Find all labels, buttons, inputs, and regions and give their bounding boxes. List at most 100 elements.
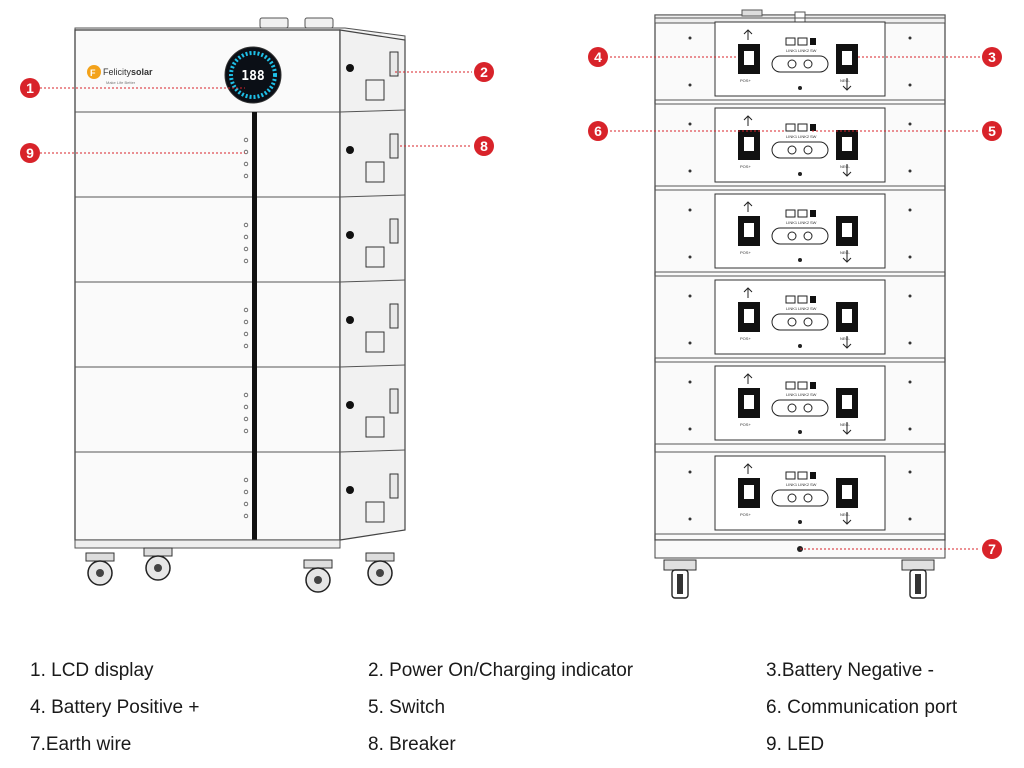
breaker-screw (803, 493, 813, 503)
switch-icon (810, 382, 816, 389)
pos-label: POS+ (740, 512, 751, 517)
power-button-icon (346, 486, 354, 494)
breaker-icon (389, 133, 399, 159)
power-button-icon (346, 64, 354, 72)
power-button-icon (346, 146, 354, 154)
positive-terminal-socket (744, 395, 754, 409)
led-dot (243, 392, 249, 398)
positive-terminal-socket (744, 485, 754, 499)
breaker-screw (787, 145, 797, 155)
up-arrow-icon (743, 287, 753, 298)
caster-plate (663, 559, 697, 571)
wheel-hub (376, 569, 384, 577)
link2-port-icon (797, 471, 808, 480)
legend-item-led: 9. LED (766, 734, 825, 755)
wheel-hub (96, 569, 104, 577)
screw (688, 470, 692, 474)
led-dot (243, 416, 249, 422)
module-frame (654, 103, 946, 187)
screw (908, 470, 912, 474)
svg-text:F: F (90, 68, 96, 78)
link1-port-icon (785, 471, 796, 480)
caster-plate (901, 559, 935, 571)
callout-badge-7: 7 (982, 539, 1002, 559)
link1-port-icon (785, 381, 796, 390)
front-view: F Felicitysolar Make Life Better 188 (74, 17, 406, 593)
ground-dot (798, 86, 802, 90)
up-arrow-icon (743, 373, 753, 384)
svg-text:1: 1 (26, 80, 34, 96)
link1-label: LINK1 (786, 220, 798, 225)
ground-dot (798, 430, 802, 434)
svg-text:5: 5 (988, 123, 996, 139)
handle-slot (365, 501, 385, 523)
neg-label: NEG- (840, 250, 851, 255)
handle-slot (365, 246, 385, 268)
link2-port-icon (797, 381, 808, 390)
link1-port-icon (785, 295, 796, 304)
module-frame (654, 275, 946, 359)
switch-icon (810, 124, 816, 131)
wheel-hub (154, 564, 162, 572)
callout-badge-4: 4 (588, 47, 608, 67)
module-frame (654, 361, 946, 445)
breaker-screw (803, 231, 813, 241)
negative-terminal-socket (842, 309, 852, 323)
breaker-screw (787, 493, 797, 503)
module-frame (654, 189, 946, 273)
switch-label: SW (810, 220, 817, 225)
up-arrow-icon (743, 201, 753, 212)
negative-terminal-socket (842, 485, 852, 499)
svg-text:8: 8 (480, 138, 488, 154)
screw (688, 122, 692, 126)
breaker-plate (771, 55, 829, 73)
switch-icon (810, 296, 816, 303)
wheel-hub (915, 574, 921, 594)
caster-plate (143, 547, 173, 557)
switch-icon (810, 472, 816, 479)
callout-badge-6: 6 (588, 121, 608, 141)
screw (688, 208, 692, 212)
rear-caster-wheels (663, 559, 935, 599)
screw (908, 208, 912, 212)
breaker-screw (787, 59, 797, 69)
side-hardware (346, 51, 399, 523)
power-button-icon (346, 316, 354, 324)
led-dot (243, 258, 249, 264)
link2-port-icon (797, 123, 808, 132)
screw (688, 83, 692, 87)
callout-badge-2: 2 (474, 62, 494, 82)
led-dot (243, 428, 249, 434)
neg-label: NEG- (840, 78, 851, 83)
pos-label: POS+ (740, 164, 751, 169)
breaker-screw (803, 59, 813, 69)
led-indicators (243, 137, 249, 519)
screw (908, 341, 912, 345)
negative-terminal-socket (842, 223, 852, 237)
callout-badge-1: 1 (20, 78, 40, 98)
down-arrow-icon (842, 78, 852, 91)
link2-port-icon (797, 295, 808, 304)
breaker-screw (803, 317, 813, 327)
ground-dot (798, 520, 802, 524)
negative-terminal-socket (842, 51, 852, 65)
led-dot (243, 501, 249, 507)
led-dot (243, 246, 249, 252)
screw (908, 36, 912, 40)
led-dot (243, 477, 249, 483)
led-dot (243, 513, 249, 519)
screw (688, 36, 692, 40)
ground-dot (798, 172, 802, 176)
link2-label: LINK2 (798, 48, 810, 53)
callout-lines (40, 56, 980, 550)
negative-terminal-socket (842, 395, 852, 409)
screw (908, 427, 912, 431)
link2-port-icon (797, 37, 808, 46)
handle-slot (365, 331, 385, 353)
caster-plate (365, 552, 395, 562)
svg-text:2: 2 (480, 64, 488, 80)
handle-slot (365, 161, 385, 183)
